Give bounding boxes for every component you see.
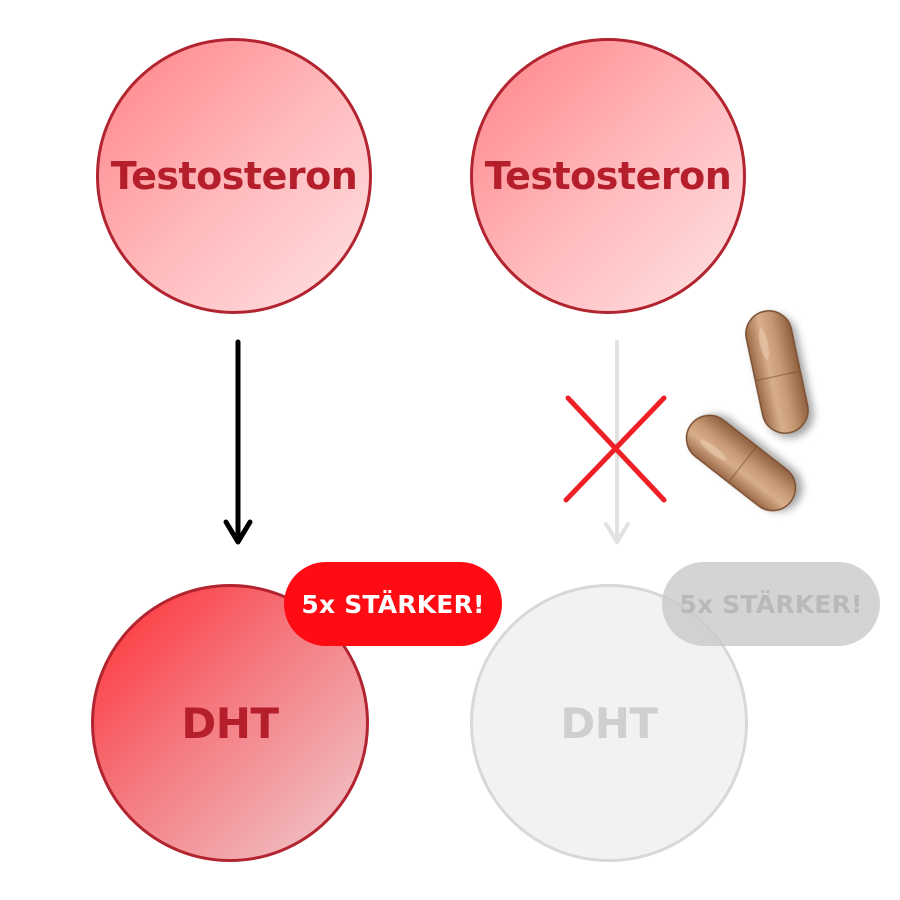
strength-badge-left: 5x STÄRKER! [284, 562, 502, 646]
arrow-down-icon [223, 339, 253, 545]
testosterone-circle-left: Testosteron [96, 38, 372, 314]
testosterone-circle-right: Testosteron [470, 38, 746, 314]
testosterone-label-right: Testosteron [484, 154, 732, 198]
cross-icon [563, 395, 667, 503]
strength-badge-text-right: 5x STÄRKER! [679, 589, 863, 619]
capsule-icon [685, 414, 797, 512]
dht-label-left: DHT [181, 698, 279, 748]
testosterone-label-left: Testosteron [110, 154, 358, 198]
strength-badge-right: 5x STÄRKER! [662, 562, 880, 646]
arrow-down-icon [604, 340, 630, 544]
dht-label-right: DHT [560, 698, 658, 748]
capsule-icon [745, 310, 809, 434]
strength-badge-text-left: 5x STÄRKER! [301, 589, 485, 619]
